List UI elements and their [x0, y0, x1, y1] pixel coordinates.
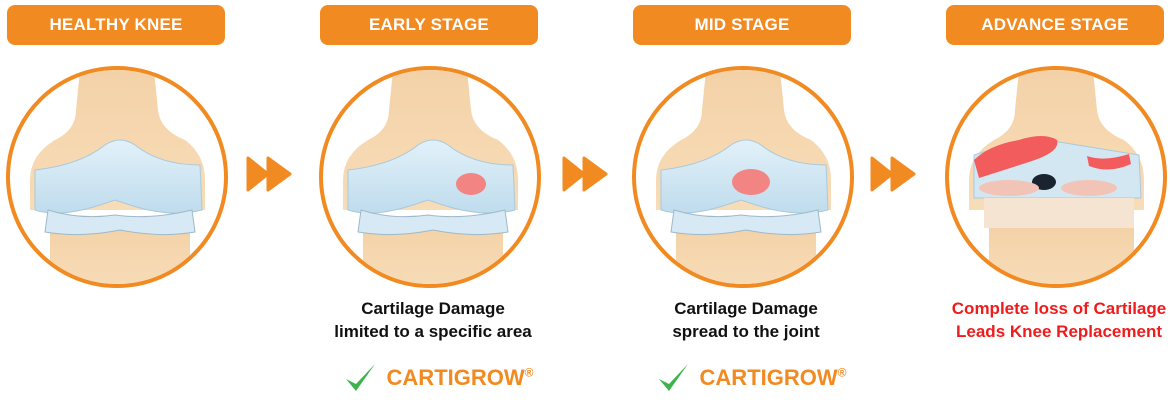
fast-forward-arrow-icon [562, 156, 608, 192]
checkmark-icon [345, 364, 375, 391]
checkmark-icon [658, 364, 688, 391]
stage-label: ADVANCE STAGE [946, 5, 1164, 45]
fast-forward-arrow-icon [246, 156, 292, 192]
stage-label: MID STAGE [633, 5, 851, 45]
stage-label: HEALTHY KNEE [7, 5, 225, 45]
knee-illustration-early [319, 66, 541, 288]
knee-illustration-healthy [6, 66, 228, 288]
knee-illustration-mid [632, 66, 854, 288]
stage-description: Complete loss of Cartilage Leads Knee Re… [951, 299, 1167, 341]
cartigrow-badge: CARTIGROW® [636, 358, 866, 398]
cartigrow-badge: CARTIGROW® [323, 358, 553, 398]
knee-illustration-advance [945, 66, 1167, 288]
stage-description: Cartilage Damage spread to the joint [672, 299, 820, 341]
stage-label: EARLY STAGE [320, 5, 538, 45]
stage-description: Cartilage Damage limited to a specific a… [334, 299, 532, 341]
fast-forward-arrow-icon [870, 156, 916, 192]
